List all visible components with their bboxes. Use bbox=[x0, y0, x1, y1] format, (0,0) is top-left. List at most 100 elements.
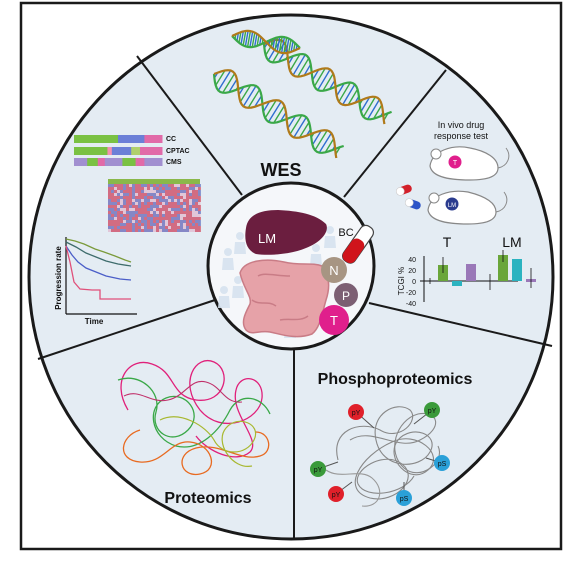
heatmap-cell bbox=[108, 199, 111, 202]
heatmap-cell bbox=[153, 193, 156, 196]
heatmap-cell bbox=[135, 205, 138, 208]
heatmap-cell bbox=[195, 187, 198, 190]
heatmap-cell bbox=[147, 187, 150, 190]
heatmap-cell bbox=[159, 226, 162, 229]
heatmap-cell bbox=[159, 187, 162, 190]
track-row-1-seg-4 bbox=[140, 147, 163, 155]
heatmap-cell bbox=[186, 211, 189, 214]
heatmap-cell bbox=[189, 193, 192, 196]
heatmap-cell bbox=[180, 229, 183, 232]
heatmap-cell bbox=[198, 211, 201, 214]
track-row-0-seg-0 bbox=[74, 135, 119, 143]
heatmap-cell bbox=[108, 196, 111, 199]
tcgi-ytick-0: 0 bbox=[412, 279, 416, 286]
tcgi-ytick-neg20: -20 bbox=[406, 290, 416, 297]
heatmap-cell bbox=[177, 217, 180, 220]
heatmap-cell bbox=[129, 205, 132, 208]
heatmap-cell bbox=[123, 211, 126, 214]
heatmap-cell bbox=[198, 226, 201, 229]
heatmap-cell bbox=[195, 226, 198, 229]
heatmap-cell bbox=[123, 229, 126, 232]
heatmap-cell bbox=[177, 193, 180, 196]
heatmap-cell bbox=[183, 223, 186, 226]
heatmap-cell bbox=[132, 184, 135, 187]
heatmap-cell bbox=[132, 208, 135, 211]
heatmap-cell bbox=[180, 214, 183, 217]
heatmap-cell bbox=[117, 187, 120, 190]
heatmap-cell bbox=[150, 196, 153, 199]
heatmap-cell bbox=[147, 226, 150, 229]
heatmap-cell bbox=[132, 223, 135, 226]
heatmap-cell bbox=[111, 223, 114, 226]
heatmap-cell bbox=[144, 220, 147, 223]
heatmap-cell bbox=[147, 205, 150, 208]
tcgi-group-t: T bbox=[443, 234, 452, 250]
heatmap-cell bbox=[189, 202, 192, 205]
heatmap-cell bbox=[177, 184, 180, 187]
heatmap-cell bbox=[153, 196, 156, 199]
heatmap-cell bbox=[159, 214, 162, 217]
heatmap-cell bbox=[120, 199, 123, 202]
heatmap-cell bbox=[120, 193, 123, 196]
heatmap-cell bbox=[123, 205, 126, 208]
heatmap-cell bbox=[189, 223, 192, 226]
track-row-2-seg-2 bbox=[98, 158, 106, 166]
heatmap-cell bbox=[165, 223, 168, 226]
track-row-2-seg-1 bbox=[87, 158, 98, 166]
heatmap-cell bbox=[198, 217, 201, 220]
heatmap-cell bbox=[135, 229, 138, 232]
heatmap-cell bbox=[156, 214, 159, 217]
heatmap-cell bbox=[159, 205, 162, 208]
heatmap-cell bbox=[168, 217, 171, 220]
heatmap-cell bbox=[183, 226, 186, 229]
heatmap-cell bbox=[198, 199, 201, 202]
heatmap-cell bbox=[126, 184, 129, 187]
heatmap-cell bbox=[126, 193, 129, 196]
heatmap-cell bbox=[138, 196, 141, 199]
heatmap-cell bbox=[129, 211, 132, 214]
heatmap-cell bbox=[108, 208, 111, 211]
heatmap-cell bbox=[135, 220, 138, 223]
heatmap-cell bbox=[171, 202, 174, 205]
heatmap-cell bbox=[165, 199, 168, 202]
heatmap-cell bbox=[177, 196, 180, 199]
heatmap-cell bbox=[135, 211, 138, 214]
heatmap-cell bbox=[186, 226, 189, 229]
heatmap-cell bbox=[177, 190, 180, 193]
heatmap-cell bbox=[168, 199, 171, 202]
person-head-8 bbox=[236, 232, 244, 240]
heatmap-cell bbox=[141, 217, 144, 220]
heatmap-cell bbox=[126, 220, 129, 223]
heatmap-cell bbox=[180, 205, 183, 208]
heatmap-cell bbox=[108, 214, 111, 217]
heatmap-cell bbox=[153, 202, 156, 205]
heatmap-cell bbox=[129, 199, 132, 202]
heatmap-cell bbox=[174, 223, 177, 226]
heatmap-cell bbox=[195, 211, 198, 214]
heatmap-cell bbox=[129, 208, 132, 211]
heatmap-cell bbox=[123, 190, 126, 193]
heatmap-cell bbox=[186, 184, 189, 187]
heatmap-cell bbox=[138, 187, 141, 190]
heatmap-cell bbox=[138, 214, 141, 217]
heatmap-cell bbox=[171, 193, 174, 196]
expression-heatmap bbox=[108, 179, 201, 232]
heatmap-cell bbox=[111, 196, 114, 199]
track-row-2-seg-3 bbox=[105, 158, 123, 166]
heatmap-cell bbox=[165, 196, 168, 199]
heatmap-cell bbox=[132, 187, 135, 190]
heatmap-cell bbox=[111, 205, 114, 208]
heatmap-cell bbox=[120, 205, 123, 208]
heatmap-cell bbox=[138, 193, 141, 196]
heatmap-cell bbox=[117, 217, 120, 220]
heatmap-cell bbox=[174, 208, 177, 211]
heatmap-cell bbox=[174, 214, 177, 217]
heatmap-cell bbox=[168, 187, 171, 190]
heatmap-cell bbox=[171, 208, 174, 211]
heatmap-cell bbox=[111, 226, 114, 229]
heatmap-cell bbox=[177, 229, 180, 232]
heatmap-cell bbox=[174, 211, 177, 214]
heatmap-cell bbox=[144, 190, 147, 193]
heatmap-cell bbox=[174, 202, 177, 205]
